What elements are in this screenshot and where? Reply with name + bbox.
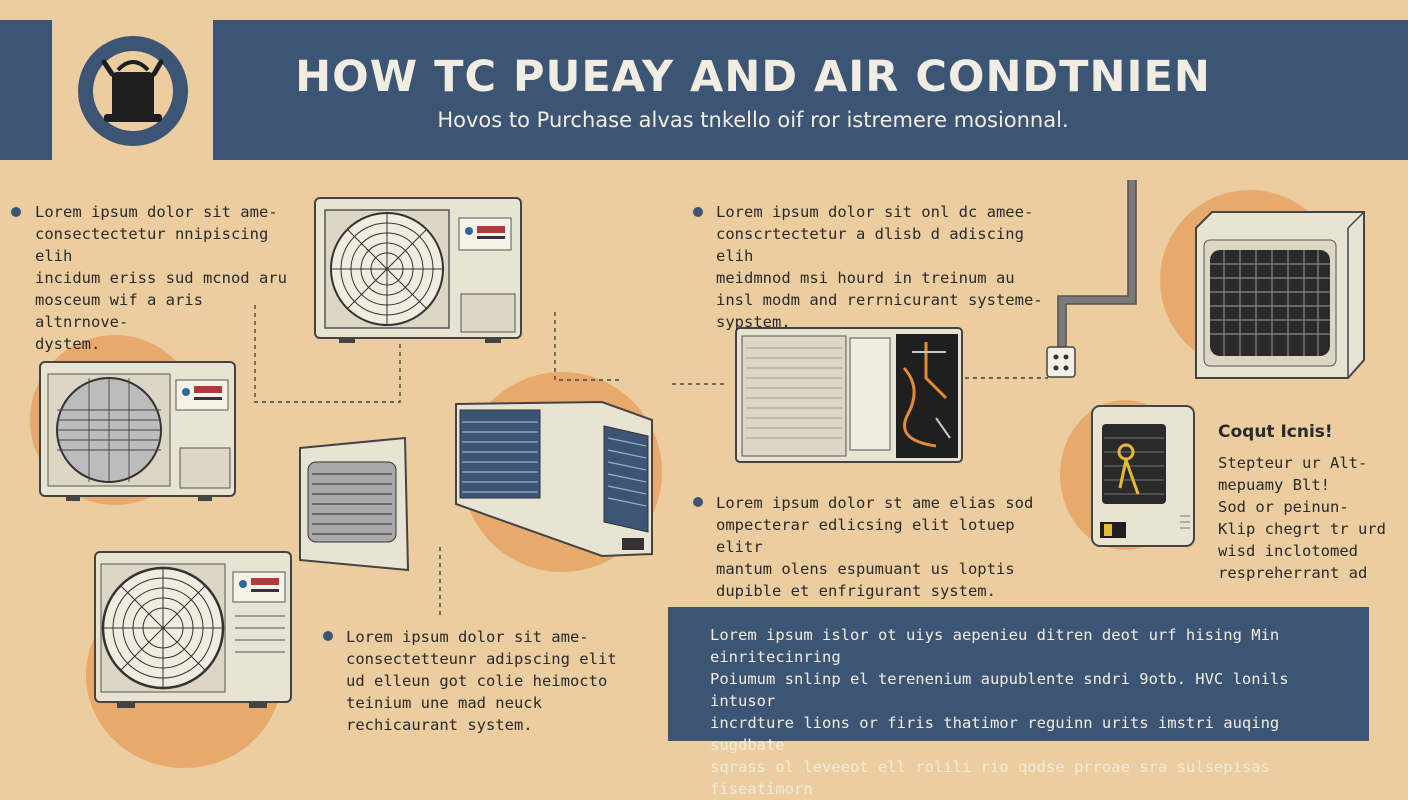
text-line: wisd inclotomed [1218,542,1358,560]
wall-outlet-icon [1046,346,1076,378]
outdoor-unit-icon [314,197,522,343]
text-line: ompecterar edlicsing elit lotuep elitr [716,516,1015,556]
text-line: mosceum wif a aris altnrnove- [35,291,203,331]
text-line: Stepteur ur Alt- [1218,454,1368,472]
text-line: rechicaurant system. [346,716,533,734]
text-line: Lorem ipsum islor ot uiys aepenieu ditre… [710,626,1280,666]
text-line: consectetteunr adipscing elit [346,650,617,668]
text-block-bottom-left: Lorem ipsum dolor sit ame- consectetteun… [346,626,646,736]
text-line: sqrass ol leveeot ell rolili rio qodse p… [710,758,1270,798]
callout-title: Coqut Icnis! [1218,422,1333,442]
indoor-unit-icon [455,400,653,558]
text-line: mantum olens espumuant us loptis [716,560,1015,578]
indoor-unit-icon [735,327,963,463]
text-line: sypstem. [716,313,791,331]
text-block-top-middle: Lorem ipsum dolor sit onl dc amee- consc… [716,201,1046,333]
text-line: Sod or peinun- [1218,498,1349,516]
text-block-top-left: Lorem ipsum dolor sit ame- consectectetu… [35,201,295,355]
text-line: dupible et enfrigurant system. [716,582,996,600]
thermostat-icon [1091,405,1195,547]
text-line: incidum eriss sud mcnod aru [35,269,287,287]
text-line: dystem. [35,335,101,353]
text-line: insl modm and rerrnicurant systeme- [716,291,1043,309]
text-line: mepuamy Blt! [1218,476,1330,494]
bullet-dot [11,207,21,217]
window-unit-icon [299,436,410,572]
text-line: Lorem ipsum dolor sit ame- [35,203,278,221]
bullet-dot [323,631,333,641]
header-side-bar [0,20,52,160]
text-line: Poiumum snlinp el terenenium aupublente … [710,670,1289,710]
text-line: teinium une mad neuck [346,694,542,712]
text-line: respreherrant ad [1218,564,1368,582]
text-line: Lorem ipsum dolor st ame elias sod [716,494,1034,512]
text-line: Lorem ipsum dolor sit ame- [346,628,589,646]
page-subtitle: Hovos to Purchase alvas tnkello oif ror … [437,108,1069,132]
page-title: HOW TC PUEAY AND AIR CONDTNIEN [295,52,1211,102]
text-line: ud elleun got colie heimocto [346,672,608,690]
info-box-text: Lorem ipsum islor ot uiys aepenieu ditre… [710,624,1350,800]
text-line: consectectetur nnipiscing elih [35,225,269,265]
info-box [668,607,1369,741]
bullet-dot [693,497,703,507]
logo-badge [93,51,173,131]
outdoor-unit-icon [39,361,236,501]
text-block-middle-right: Lorem ipsum dolor st ame elias sod ompec… [716,492,1046,602]
bullet-dot [693,207,703,217]
text-line: Lorem ipsum dolor sit onl dc amee- [716,203,1034,221]
text-line: incrdture lions or firis thatimor reguin… [710,714,1280,754]
outdoor-unit-icon [94,551,292,708]
text-line: Klip chegrt tr urd [1218,520,1386,538]
callout-text: Stepteur ur Alt- mepuamy Blt! Sod or pei… [1218,452,1388,584]
text-line: conscrtectetur a dlisb d adiscing elih [716,225,1024,265]
text-line: meidmnod msi hourd in treinum au [716,269,1015,287]
outdoor-unit-icon [1195,211,1365,379]
header-banner [213,20,1408,160]
